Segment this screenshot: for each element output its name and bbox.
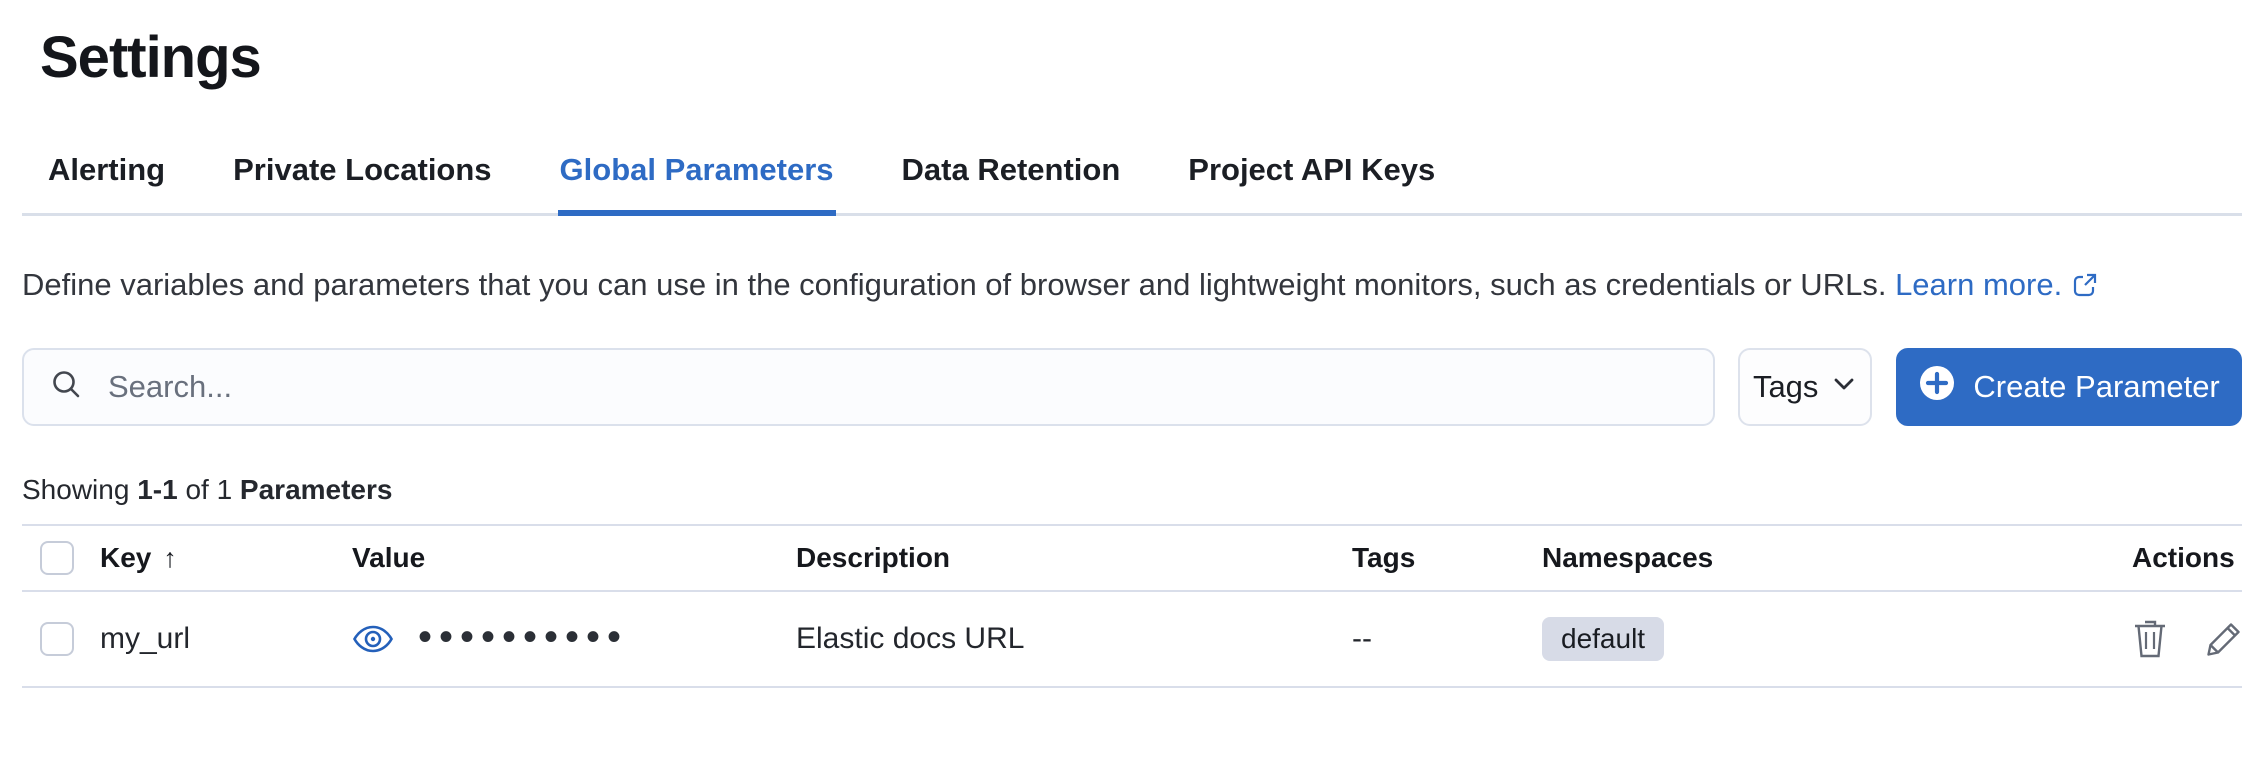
cell-actions (2132, 619, 2244, 659)
tab-global-parameters[interactable]: Global Parameters (557, 152, 836, 216)
tab-project-api-keys[interactable]: Project API Keys (1188, 152, 1436, 187)
summary-range: 1-1 (137, 474, 178, 505)
plus-in-circle-icon (1918, 364, 1956, 410)
parameter-key: my_url (100, 622, 191, 655)
learn-more-link[interactable]: Learn more. (1895, 267, 2098, 302)
tags-filter-label: Tags (1752, 369, 1819, 404)
table-row: my_url •••••••••• Elastic docs URL -- de… (22, 592, 2242, 688)
tags-filter-button[interactable]: Tags (1738, 348, 1873, 426)
header-key[interactable]: Key ↑ (100, 542, 177, 573)
edit-parameter-pencil-icon[interactable] (2204, 619, 2244, 659)
reveal-value-eye-icon[interactable] (352, 624, 394, 654)
cell-tags: -- (1352, 622, 1372, 655)
cell-description: Elastic docs URL (796, 622, 1025, 655)
namespace-badge: default (1542, 617, 1665, 661)
cell-key: my_url (100, 622, 352, 656)
external-link-icon (2072, 263, 2098, 312)
summary-entity: Parameters (239, 474, 393, 505)
description-text: Define variables and parameters that you… (22, 267, 1887, 302)
select-all-checkbox[interactable] (40, 541, 74, 575)
header-namespaces: Namespaces (1542, 542, 1714, 573)
sort-ascending-icon: ↑ (163, 542, 177, 573)
delete-parameter-trash-icon[interactable] (2132, 619, 2168, 659)
cell-namespaces: default (1542, 617, 2132, 661)
tab-data-retention[interactable]: Data Retention (901, 152, 1121, 187)
tab-bar-divider (22, 213, 2242, 216)
masked-value: •••••••••• (418, 615, 629, 659)
header-tags: Tags (1352, 542, 1416, 573)
row-checkbox[interactable] (40, 622, 74, 656)
page-description: Define variables and parameters that you… (22, 260, 2222, 312)
header-value: Value (352, 542, 426, 573)
create-parameter-button[interactable]: Create Parameter (1896, 348, 2242, 426)
search-input[interactable] (106, 368, 1688, 406)
search-icon (50, 368, 84, 407)
tab-bar: Alerting Private Locations Global Parame… (22, 152, 2242, 216)
results-summary: Showing 1-1 of 1 Parameters (22, 474, 393, 505)
search-box[interactable] (22, 348, 1716, 426)
tab-private-locations[interactable]: Private Locations (233, 152, 492, 187)
cell-value: •••••••••• (352, 615, 796, 659)
header-description: Description (796, 542, 951, 573)
tab-alerting[interactable]: Alerting (48, 152, 166, 187)
toolbar: Tags Create Parameter (22, 348, 2242, 426)
parameters-table: Key ↑ Value Description Tags Namespaces … (22, 524, 2242, 688)
chevron-down-icon (1831, 369, 1857, 405)
header-actions: Actions (2132, 542, 2235, 573)
create-parameter-label: Create Parameter (1973, 369, 2220, 404)
table-header-row: Key ↑ Value Description Tags Namespaces … (22, 526, 2242, 592)
settings-page: Settings Alerting Private Locations Glob… (0, 22, 2262, 688)
page-title: Settings (40, 25, 262, 90)
